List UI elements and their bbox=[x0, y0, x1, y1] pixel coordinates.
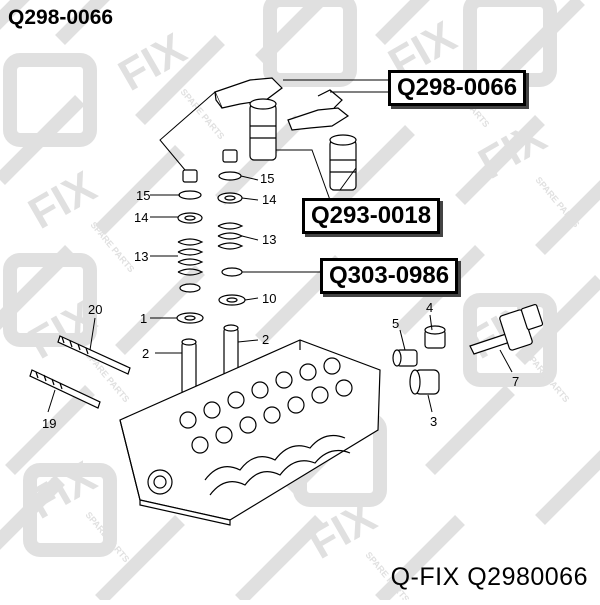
stud-20 bbox=[57, 335, 131, 375]
part-number-box-lifter: Q293-0018 bbox=[302, 198, 441, 234]
leader-lines bbox=[47, 79, 513, 413]
part-number-box-valve-seal: Q303-0986 bbox=[320, 258, 459, 294]
callout-15-right: 15 bbox=[260, 171, 274, 186]
brand-part-caption: Q-FIX Q2980066 bbox=[390, 563, 588, 591]
sensor-7 bbox=[469, 303, 544, 355]
callout-15-left: 15 bbox=[136, 188, 150, 203]
callout-13-right: 13 bbox=[262, 232, 276, 247]
callout-7: 7 bbox=[512, 374, 519, 389]
plug-5 bbox=[392, 349, 418, 367]
callout-2-left: 2 bbox=[142, 346, 149, 361]
callout-10: 10 bbox=[262, 291, 276, 306]
callout-1: 1 bbox=[140, 311, 147, 326]
callout-14-left: 14 bbox=[134, 210, 148, 225]
valve-stack-left bbox=[176, 169, 204, 395]
part-number-box-rocker: Q298-0066 bbox=[388, 70, 527, 106]
hydraulic-lifter-left bbox=[249, 98, 277, 161]
watermark-logo: FIX bbox=[111, 24, 195, 101]
parts-layer bbox=[29, 77, 544, 526]
callout-2-right: 2 bbox=[262, 332, 269, 347]
hydraulic-lifter-right bbox=[329, 134, 357, 191]
watermark-tagline: SPARE PARTS bbox=[533, 175, 581, 229]
callout-labels: 15 14 13 1 2 15 14 13 10 2 20 19 5 4 7 3 bbox=[42, 171, 519, 431]
rocker-arm-right bbox=[287, 89, 350, 131]
valve-stack-right bbox=[217, 149, 246, 379]
callout-5: 5 bbox=[392, 316, 399, 331]
page-title: Q298-0066 bbox=[8, 6, 114, 29]
rocker-arm-left bbox=[214, 77, 283, 109]
cylinder-head bbox=[119, 339, 381, 526]
stud-19 bbox=[29, 369, 101, 409]
callout-13-left: 13 bbox=[134, 249, 148, 264]
callout-4: 4 bbox=[426, 300, 433, 315]
callout-3: 3 bbox=[430, 414, 437, 429]
plug-4 bbox=[424, 325, 446, 349]
callout-19: 19 bbox=[42, 416, 56, 431]
callout-14-right: 14 bbox=[262, 192, 276, 207]
callout-20: 20 bbox=[88, 302, 102, 317]
cap-3 bbox=[409, 369, 440, 395]
